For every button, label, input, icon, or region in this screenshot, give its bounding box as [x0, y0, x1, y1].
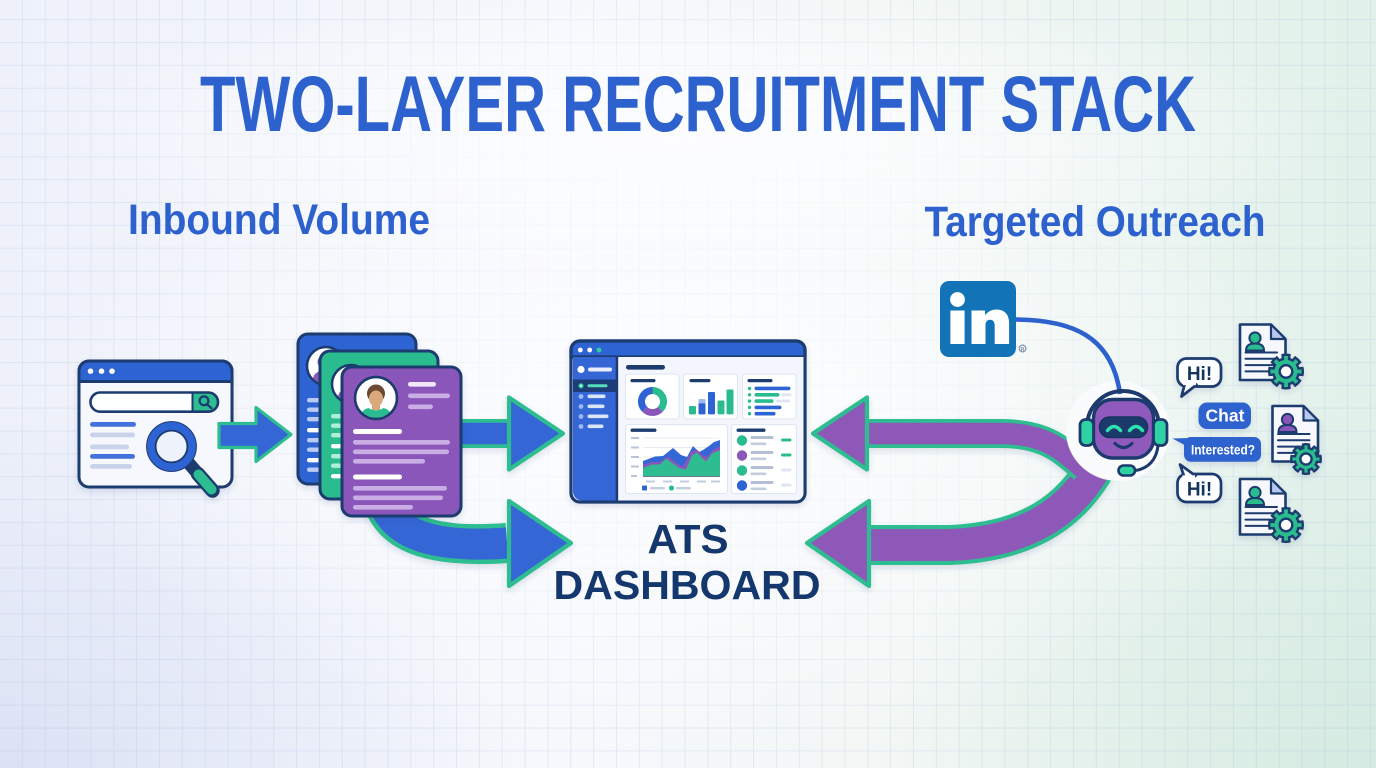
svg-text:Hi!: Hi! [1187, 480, 1212, 501]
svg-text:Targeted Outreach: Targeted Outreach [925, 198, 1266, 246]
svg-text:Hi!: Hi! [1187, 364, 1212, 385]
svg-text:DASHBOARD: DASHBOARD [554, 562, 821, 608]
svg-text:Inbound Volume: Inbound Volume [128, 196, 430, 244]
svg-text:TWO-LAYER RECRUITMENT STACK: TWO-LAYER RECRUITMENT STACK [200, 59, 1196, 148]
svg-text:Interested?: Interested? [1191, 443, 1255, 458]
svg-text:ATS: ATS [648, 516, 729, 562]
svg-text:Chat: Chat [1206, 406, 1245, 426]
svg-text:R: R [1021, 347, 1025, 353]
